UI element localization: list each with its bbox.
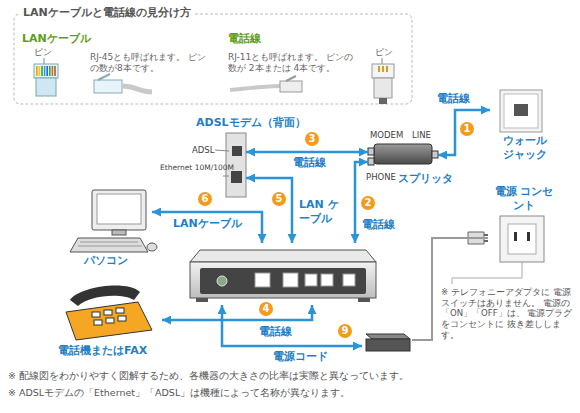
- outlet-node: 電源 コンセント: [488, 185, 560, 215]
- callout-number: 4: [259, 302, 273, 316]
- pin-label: ピン: [34, 47, 52, 58]
- port-name: MODEM: [370, 130, 403, 141]
- cable-description: RJ-45とも呼ばれます。 ピンの数が8本です。: [90, 52, 215, 75]
- cable-connector: [162, 305, 312, 320]
- callout-number: 6: [198, 192, 212, 206]
- personal-computer: [70, 190, 157, 252]
- modem-node: ADSLモデム（背面）ADSLEthernet 10M/100M: [160, 116, 246, 200]
- wall-jack: [500, 90, 542, 132]
- note-text: ※ テレフォニーアダプタに 電源スイッチはありません。 電源の「ON」「OFF」…: [441, 287, 577, 340]
- callout-number: 9: [338, 324, 352, 338]
- cable-label: 電源コード: [272, 350, 329, 364]
- callout-number: 2: [361, 196, 375, 210]
- phone-node: 電話機またはFAX: [50, 282, 162, 360]
- cable-connector: [246, 178, 292, 243]
- callout-number: 1: [460, 122, 474, 136]
- cable-label: LANケーブル: [172, 217, 243, 231]
- cable-connector: [152, 212, 262, 243]
- footnote: ※ ADSLモデムの「Ethernet」「ADSL」は機種によって名称が異なりま…: [8, 387, 350, 399]
- pc-node: パソコン: [62, 190, 152, 270]
- legend-frame: [14, 14, 412, 104]
- port-name: ADSL: [192, 145, 215, 156]
- splitter: [368, 144, 438, 165]
- port-name: PHONE: [366, 172, 396, 183]
- cable-description: RJ-11とも呼ばれます。 ピンの数が 2本または 4本です。: [228, 52, 358, 75]
- cable-label: 電話線: [436, 92, 471, 106]
- device-label: 電話機またはFAX: [58, 344, 147, 358]
- cable-label: 電話線: [361, 218, 396, 232]
- footnote: ※ 配線図をわかりやすく図解するため、各機器の大きさの比率は実際と異なっています…: [8, 370, 409, 382]
- pin-label: ピン: [375, 47, 393, 58]
- port-name: Ethernet 10M/100M: [160, 163, 222, 172]
- cable-type: LANケーブル: [22, 32, 91, 46]
- device-label: 電源 コンセント: [494, 185, 554, 213]
- power-outlet: [452, 216, 544, 284]
- cable-connector: [222, 305, 362, 346]
- device-label: スプリッタ: [398, 172, 453, 186]
- cable-label: LAN ケーブル: [298, 198, 346, 226]
- adapter-node: [188, 243, 376, 305]
- device-label: ウォール ジャック: [498, 134, 552, 162]
- panel-heading: LANケーブルと電話線の見分け方: [20, 6, 194, 20]
- telephony-adapter: [190, 250, 376, 302]
- device-label: パソコン: [84, 254, 128, 268]
- cable-label: 電話線: [258, 325, 293, 339]
- wall-jack-node: ウォール ジャック: [490, 84, 560, 164]
- cable-connector: [438, 110, 490, 155]
- callout-number: 5: [272, 192, 286, 206]
- telephone: [66, 286, 152, 340]
- cable-connector: [246, 151, 368, 154]
- device-heading: ADSLモデム（背面）: [196, 116, 306, 130]
- ac-adapter: [366, 334, 410, 351]
- cable-label: 電話線: [292, 156, 327, 170]
- port-name: LINE: [412, 130, 431, 141]
- ac-adapter-node: [362, 330, 412, 354]
- cable-type: 電話線: [228, 32, 261, 46]
- callout-number: 3: [305, 132, 319, 146]
